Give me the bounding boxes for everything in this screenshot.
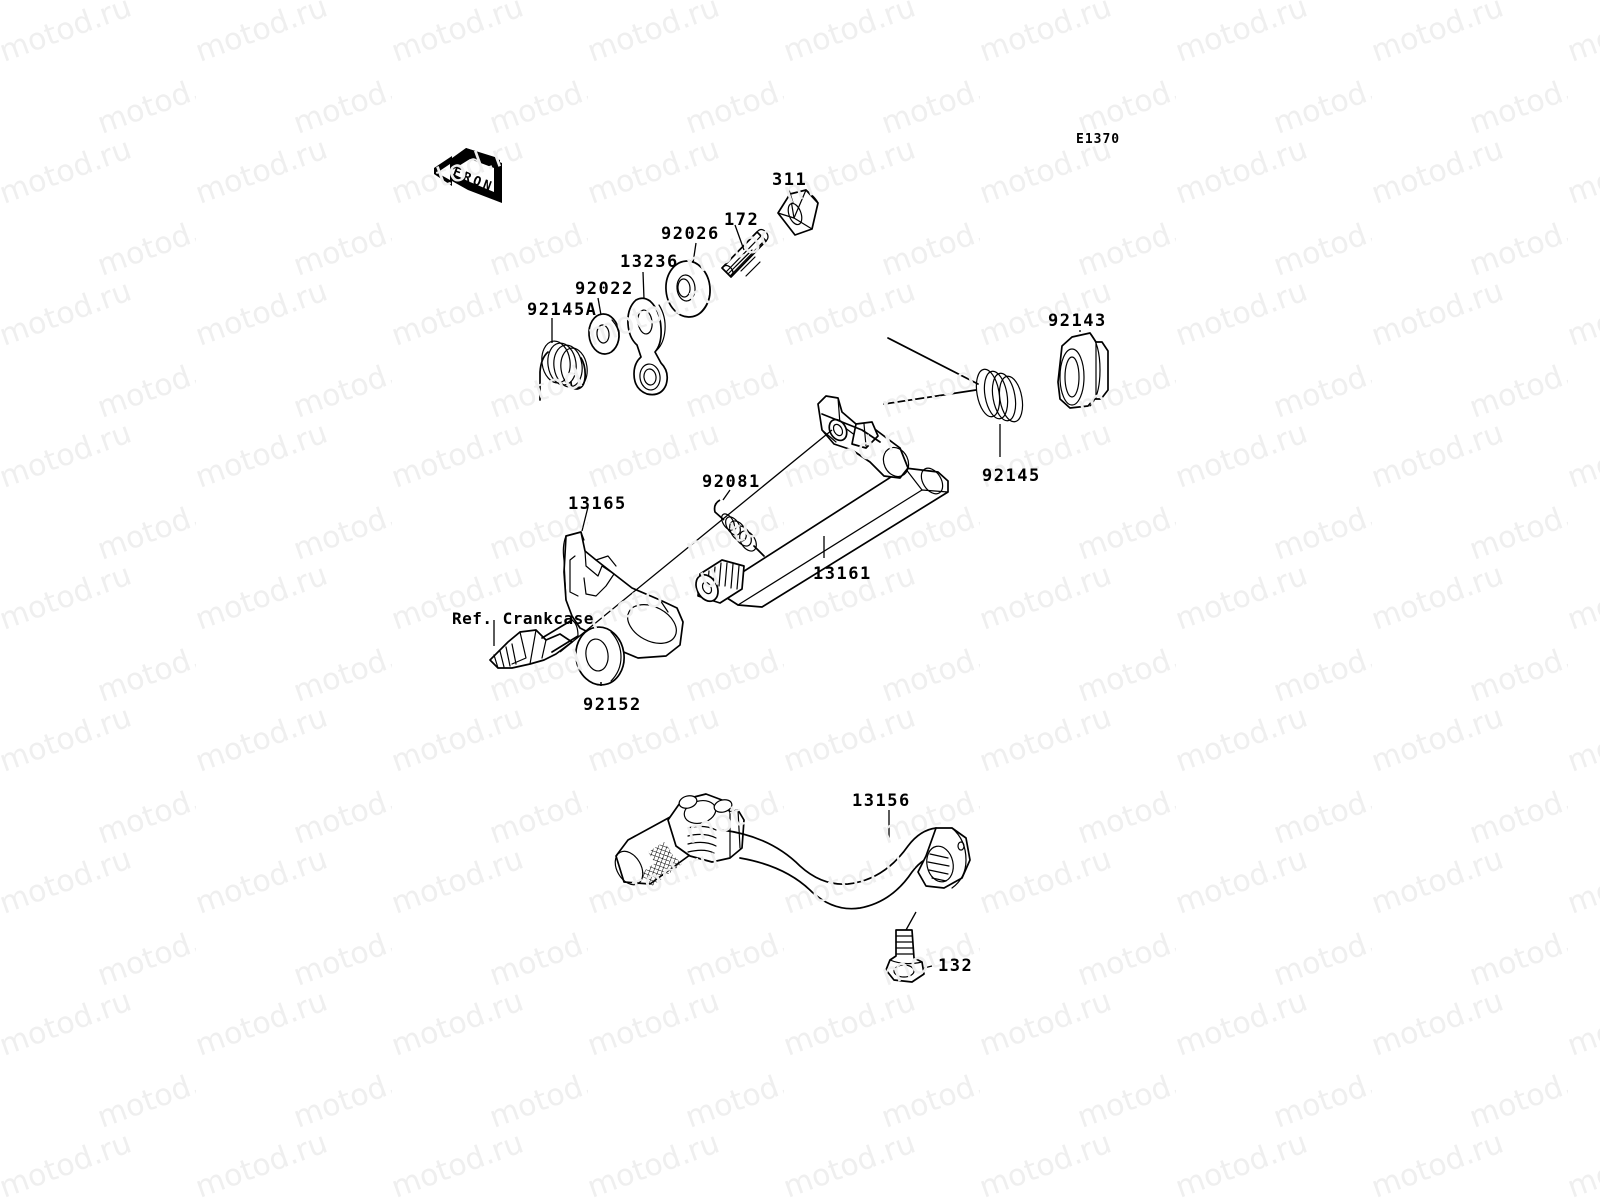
part-label-92152: 92152 — [583, 695, 642, 715]
part-label-92081: 92081 — [702, 472, 761, 492]
part-label-132: 132 — [938, 956, 974, 976]
part-label-92022: 92022 — [575, 279, 634, 299]
part-label-92143: 92143 — [1048, 311, 1107, 331]
part-label-13236: 13236 — [620, 252, 679, 272]
part-label-13165: 13165 — [568, 494, 627, 514]
part-label-92145: 92145 — [982, 466, 1041, 486]
sheet-code-label: E1370 — [1076, 132, 1121, 147]
part-label-13161: 13161 — [813, 564, 872, 584]
part-label-311: 311 — [772, 170, 808, 190]
part-label-13156: 13156 — [852, 791, 911, 811]
crankcase-reference-label: Ref. Crankcase — [452, 609, 594, 628]
part-label-92145A: 92145A — [527, 300, 598, 320]
part-label-92026: 92026 — [661, 224, 720, 244]
part-label-172: 172 — [724, 210, 760, 230]
